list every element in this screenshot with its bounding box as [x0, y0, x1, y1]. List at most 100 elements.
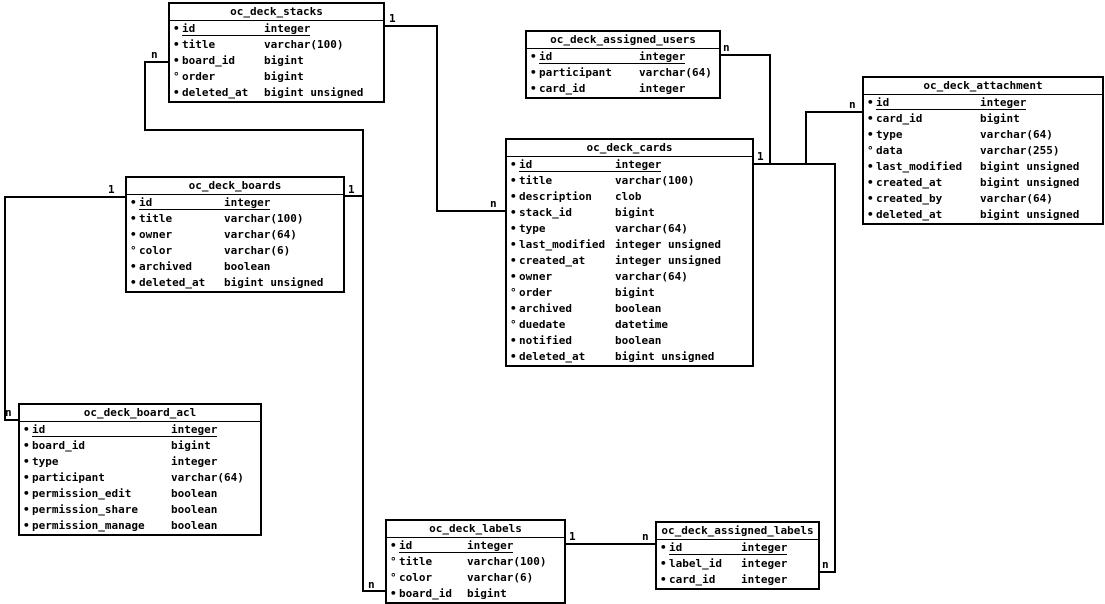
field-name: id	[876, 96, 890, 109]
field-type: boolean	[171, 519, 218, 532]
required-field-icon: •	[23, 423, 30, 436]
field-name: created_at	[519, 254, 586, 267]
cardinality-label: n	[642, 530, 649, 543]
nullable-field-icon: °	[510, 286, 517, 299]
relation-line-boards-stacks	[144, 61, 364, 197]
field-name: permission_share	[32, 503, 138, 516]
field-name: type	[876, 128, 903, 141]
field-type: bigint unsigned	[980, 176, 1080, 189]
field-name: deleted_at	[139, 276, 206, 289]
cardinality-label: n	[490, 197, 497, 210]
field-type: integer	[980, 96, 1027, 109]
required-field-icon: •	[173, 54, 180, 67]
field-name: type	[32, 455, 59, 468]
nullable-field-icon: °	[130, 244, 137, 257]
field-type: varchar(64)	[980, 192, 1053, 205]
cardinality-label: 1	[569, 530, 576, 543]
field-type: bigint unsigned	[615, 350, 715, 363]
required-field-icon: •	[867, 208, 874, 221]
field: deleted_at bigint unsigned	[139, 275, 323, 290]
field-name: card_id	[539, 82, 586, 95]
field-name: permission_manage	[32, 519, 145, 532]
field-name: participant	[32, 471, 105, 484]
field-type: bigint unsigned	[224, 276, 324, 289]
required-field-icon: •	[23, 455, 30, 468]
primary-key-field: id integer	[876, 95, 1027, 110]
field-name: color	[139, 244, 173, 257]
cardinality-label: 1	[348, 183, 355, 196]
field-name: title	[182, 38, 216, 51]
field: type integer	[32, 454, 217, 469]
field-name: order	[519, 286, 553, 299]
table-title: oc_deck_assigned_users	[527, 32, 719, 49]
required-field-icon: •	[390, 539, 397, 552]
field-name: title	[399, 555, 433, 568]
cardinality-label: n	[151, 48, 158, 61]
required-field-icon: •	[510, 158, 517, 171]
field-name: card_id	[876, 112, 923, 125]
field-name: id	[519, 158, 533, 171]
field-type: varchar(64)	[615, 222, 688, 235]
relation-line-boards-board-acl	[4, 196, 125, 421]
field-name: duedate	[519, 318, 566, 331]
field-name: id	[399, 539, 413, 552]
field-name: type	[519, 222, 546, 235]
field-name: participant	[539, 66, 612, 79]
field-type: bigint	[264, 54, 304, 67]
required-field-icon: •	[23, 471, 30, 484]
field: deleted_at bigint unsigned	[519, 349, 714, 364]
field-name: owner	[519, 270, 553, 283]
field-name: owner	[139, 228, 173, 241]
required-field-icon: •	[130, 212, 137, 225]
cardinality-label: n	[5, 406, 12, 419]
field-name: deleted_at	[519, 350, 586, 363]
cardinality-label: n	[723, 41, 730, 54]
field-name: last_modified	[519, 238, 606, 251]
required-field-icon: •	[23, 439, 30, 452]
field-name: archived	[139, 260, 192, 273]
required-field-icon: •	[130, 276, 137, 289]
field-type: integer	[171, 455, 218, 468]
field-type: varchar(64)	[171, 471, 244, 484]
required-field-icon: •	[660, 557, 667, 570]
required-field-icon: •	[130, 260, 137, 273]
required-field-icon: •	[510, 302, 517, 315]
field-type: bigint	[264, 70, 304, 83]
cardinality-label: 1	[389, 12, 396, 25]
cardinality-label: 1	[757, 150, 764, 163]
field-type: integer	[741, 573, 788, 586]
cardinality-label: n	[849, 98, 856, 111]
required-field-icon: •	[867, 128, 874, 141]
required-field-icon: •	[530, 82, 537, 95]
relation-line-cards-assigned-labels	[754, 163, 836, 573]
field-type: bigint unsigned	[980, 160, 1080, 173]
